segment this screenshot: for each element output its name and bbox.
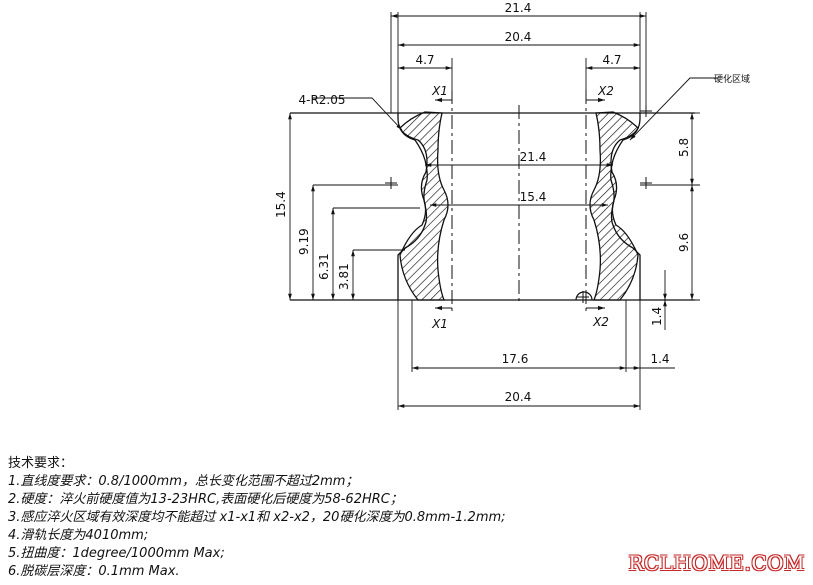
- dim-right-flange: 4.7: [602, 53, 621, 67]
- dim-neck-width: 15.4: [520, 190, 547, 204]
- dim-bottom-offset: 1.4: [650, 352, 669, 366]
- extension-lines: [313, 12, 700, 410]
- notes-item: 4.滑轨长度为4010mm;: [8, 528, 149, 543]
- notes-title: 技术要求：: [8, 456, 74, 471]
- notes-item: 3.感应淬火区域有效深度均不能超过 x1-x1和 x2-x2，20硬化深度为0.…: [8, 510, 506, 525]
- section-x1-bottom: X1: [431, 317, 448, 331]
- cross-marks: [385, 105, 652, 303]
- dim-left-flange: 4.7: [415, 53, 434, 67]
- dim-bottom-inner: 17.6: [502, 352, 529, 366]
- hardened-zone-right: [589, 111, 639, 301]
- dim-second-width: 20.4: [505, 30, 532, 44]
- section-x2-bottom: X2: [592, 315, 609, 329]
- dimension-lines: [288, 14, 694, 408]
- dim-height-631: 6.31: [317, 253, 331, 280]
- dim-right-upper: 5.8: [677, 138, 691, 157]
- hardened-zone-left: [399, 111, 449, 301]
- dim-right-lower: 9.6: [677, 233, 691, 252]
- radius-note: 4-R2.05: [298, 93, 345, 107]
- technical-drawing: 21.4 20.4 4.7 4.7 21.4 15.4 17.6 1.4 20.…: [274, 1, 750, 410]
- dim-top-width: 21.4: [505, 1, 532, 15]
- section-arrows: [435, 97, 605, 311]
- dim-right-bottom: 1.4: [650, 307, 664, 326]
- dim-bottom-outer: 20.4: [505, 390, 532, 404]
- notes-item: 1.直线度要求：0.8/1000mm，总长变化范围不超过2mm；: [8, 474, 359, 489]
- bottom-notch: [575, 291, 593, 301]
- leader-lines: [312, 77, 718, 141]
- technical-requirements: 技术要求： 1.直线度要求：0.8/1000mm，总长变化范围不超过2mm； 2…: [8, 455, 608, 581]
- dim-height-total: 15.4: [274, 191, 288, 218]
- dim-height-919: 9.19: [297, 228, 311, 255]
- dim-inner-width: 21.4: [520, 150, 547, 164]
- watermark: RCLHOME.COM: [628, 551, 805, 575]
- section-x2-top: X2: [597, 84, 614, 98]
- dim-height-381: 3.81: [337, 263, 351, 290]
- section-x1-top: X1: [431, 84, 448, 98]
- dim-1.4-lines: [626, 270, 675, 370]
- notes-item: 2.硬度：淬火前硬度值为13-23HRC,表面硬化后硬度为58-62HRC；: [8, 492, 403, 507]
- hardened-zone-label: 硬化区域: [714, 73, 750, 85]
- notes-item: 5.扭曲度：1degree/1000mm Max;: [8, 546, 225, 561]
- notes-item: 6.脱碳层深度：0.1mm Max.: [8, 564, 180, 579]
